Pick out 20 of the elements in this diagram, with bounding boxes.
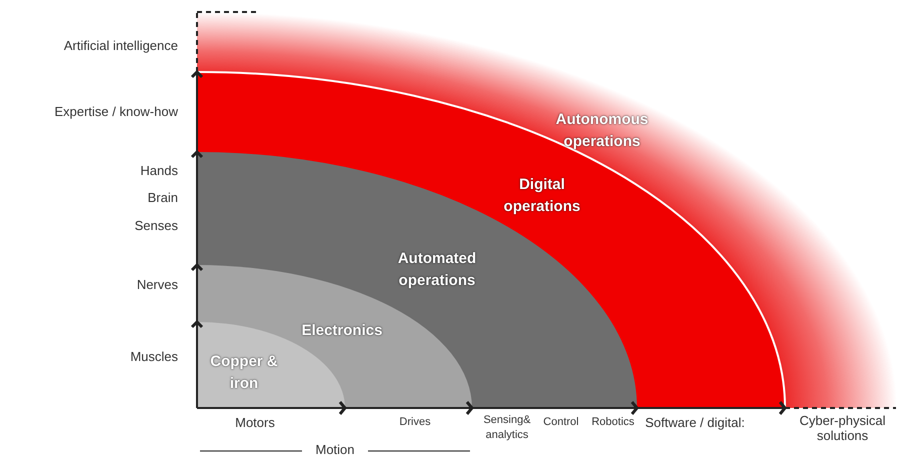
band-label: Digital operations: [502, 175, 582, 217]
axis-label: Drives: [398, 415, 432, 430]
axis-label: Expertise / know-how: [53, 104, 178, 119]
axis-label: Senses: [134, 218, 178, 233]
band-label: Copper & iron: [209, 352, 279, 394]
band-label: Electronics: [300, 321, 384, 341]
axis-label: Robotics: [590, 415, 636, 430]
band-label: Autonomous operations: [554, 110, 650, 152]
axis-label: Artificial intelligence: [62, 38, 178, 53]
axis-label: Hands: [139, 163, 178, 178]
axis-label: Control: [542, 415, 580, 430]
axis-label: Sensing& analytics: [482, 413, 532, 443]
axis-label: Nerves: [136, 277, 178, 292]
axis-label: Software / digital:: [644, 415, 746, 430]
axis-label: Motors: [234, 415, 276, 430]
axis-label: Muscles: [129, 349, 178, 364]
axis-label: Brain: [146, 190, 178, 205]
axis-label: Cyber-physical solutions: [798, 413, 886, 443]
band-label: Automated operations: [396, 249, 478, 291]
axis-label: Motion: [314, 442, 356, 456]
